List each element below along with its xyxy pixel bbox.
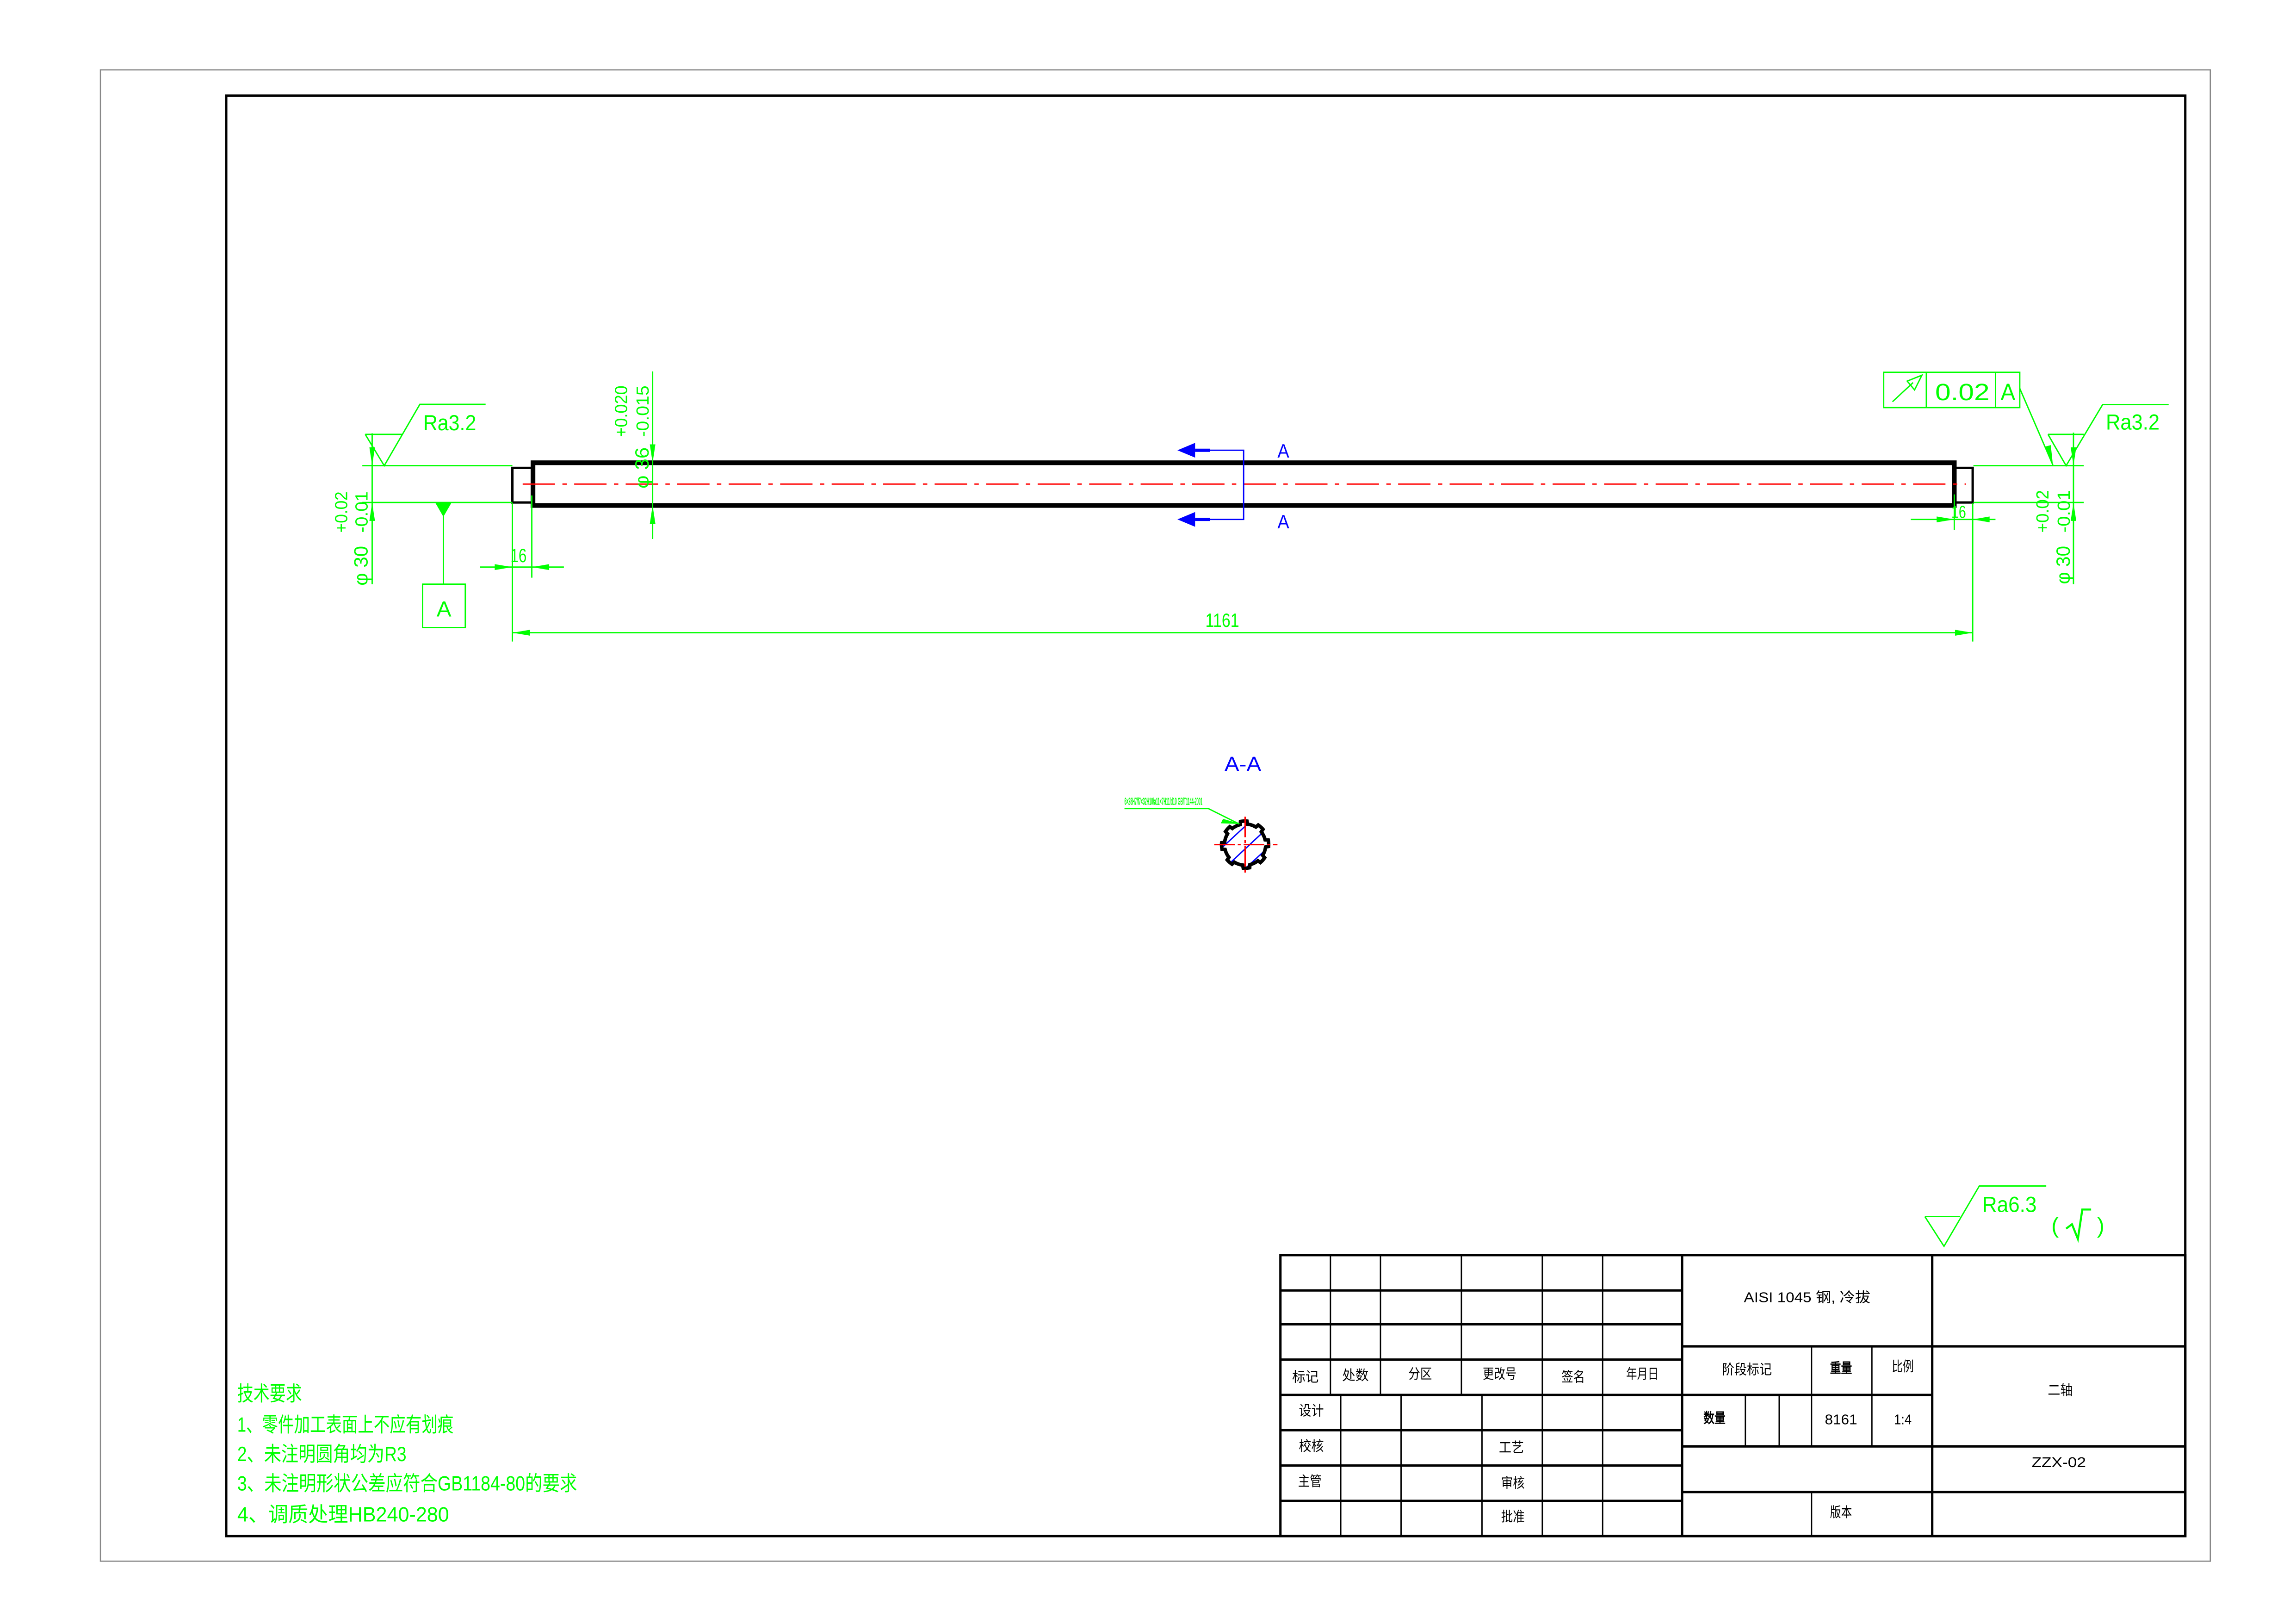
note-item: 3、未注明形状公差应符合GB1184-80的要求 — [237, 1473, 577, 1495]
general-roughness-open: ( — [2051, 1214, 2059, 1238]
drawing-frame — [225, 94, 2187, 1537]
stage-mark-label: 阶段标记 — [1722, 1362, 1772, 1378]
header-count: 处数 — [1342, 1368, 1368, 1383]
design-label: 设计 — [1299, 1403, 1324, 1419]
right-roughness-symbol: Ra3.2 — [2047, 404, 2169, 467]
general-roughness-value: Ra6.3 — [1982, 1192, 2037, 1217]
runout-datum-ref: A — [2001, 379, 2016, 405]
header-zone: 分区 — [1408, 1367, 1432, 1382]
section-cut-marker: A A — [1177, 440, 1289, 533]
total-length-dimension: 1161 — [512, 503, 1974, 642]
left-roughness-symbol: Ra3.2 — [365, 403, 486, 467]
material: AISI 1045 钢, 冷拔 — [1744, 1290, 1871, 1306]
datum-feature: A — [422, 502, 466, 628]
datum-label: A — [437, 597, 452, 622]
supervisor-label: 主管 — [1298, 1474, 1322, 1489]
shaft-left-journal — [511, 466, 534, 504]
notes-title: 技术要求 — [237, 1383, 302, 1406]
section-arrow-top-icon — [1177, 443, 1195, 458]
right-step-length-value: 16 — [1951, 502, 1966, 522]
right-diameter-dimension: φ 30 +0.02 -0.01 — [1973, 433, 2084, 584]
mid-diameter-dimension: φ 36 +0.020 -0.015 — [612, 371, 656, 539]
total-length-value: 1161 — [1206, 610, 1239, 631]
mid-diameter-tol-lower: -0.015 — [633, 385, 653, 437]
outer-border — [99, 69, 2211, 1562]
part-name: 二轴 — [2048, 1382, 2073, 1398]
weight-label: 重量 — [1830, 1360, 1852, 1376]
header-change-no: 更改号 — [1483, 1366, 1516, 1382]
shaft-view — [511, 460, 1974, 508]
general-roughness-symbol: Ra6.3 ( ) — [1924, 1185, 2104, 1248]
mid-diameter-value: φ 36 — [631, 447, 653, 489]
left-roughness-value: Ra3.2 — [423, 411, 476, 435]
left-diameter-tol-upper: +0.02 — [331, 491, 351, 533]
approve-label: 批准 — [1501, 1509, 1525, 1525]
process-label: 工艺 — [1499, 1440, 1524, 1456]
runout-feature-control-frame: 0.02 A — [1883, 372, 2054, 465]
general-roughness-close: ) — [2097, 1214, 2104, 1238]
left-step-length-value: 16 — [510, 545, 526, 566]
note-item: 2、未注明圆角均为R3 — [237, 1443, 407, 1466]
header-mark: 标记 — [1292, 1369, 1318, 1385]
note-item: 1、零件加工表面上不应有划痕 — [237, 1414, 454, 1437]
quantity-label: 数量 — [1703, 1410, 1726, 1426]
weight-value: 8161 — [1825, 1412, 1857, 1428]
shaft-right-journal — [1953, 466, 1974, 504]
right-step-length-dimension: 16 — [1911, 494, 1996, 530]
left-step-length-dimension: 16 — [480, 495, 564, 578]
scale-value: 1:4 — [1894, 1412, 1912, 1428]
section-mark-bottom: A — [1277, 511, 1289, 533]
right-roughness-value: Ra3.2 — [2106, 410, 2160, 435]
circular-runout-icon — [1892, 374, 1924, 403]
mid-diameter-tol-upper: +0.020 — [612, 385, 631, 437]
right-diameter-tol-lower: -0.01 — [2054, 490, 2074, 533]
header-date: 年月日 — [1626, 1366, 1659, 1382]
left-diameter-dimension: φ 30 +0.02 -0.01 — [331, 433, 513, 586]
left-diameter-tol-lower: -0.01 — [352, 491, 371, 533]
check-label: 校核 — [1299, 1438, 1324, 1454]
section-view-title: A-A — [1225, 753, 1262, 776]
left-diameter-value: φ 30 — [350, 546, 371, 586]
section-mark-top: A — [1277, 440, 1289, 462]
technical-requirements: 技术要求 1、零件加工表面上不应有划痕 2、未注明圆角均为R3 3、未注明形状公… — [237, 1383, 577, 1526]
drawing-number: ZZX-02 — [2031, 1455, 2086, 1470]
section-cut-line — [1195, 449, 1244, 520]
title-block: AISI 1045 钢, 冷拔 标记 处数 分区 更改号 签名 年月日 设计 校… — [1279, 1254, 2187, 1537]
right-diameter-tol-upper: +0.02 — [2033, 490, 2053, 533]
review-label: 审核 — [1501, 1475, 1525, 1491]
right-diameter-value: φ 30 — [2053, 546, 2074, 584]
version-label: 版本 — [1830, 1505, 1852, 1520]
runout-tolerance-value: 0.02 — [1935, 379, 1990, 405]
section-view: A-A 6×28H7/f7×32H10/a11×7H11/d10 GB/T114… — [1125, 753, 1278, 873]
header-signature: 签名 — [1561, 1369, 1585, 1385]
spline-callout: 6×28H7/f7×32H10/a11×7H11/d10 GB/T1144-20… — [1125, 796, 1203, 807]
scale-label: 比例 — [1892, 1359, 1914, 1375]
check-root-icon — [2065, 1208, 2092, 1243]
section-arrow-bottom-icon — [1177, 512, 1195, 527]
note-item: 4、调质处理HB240-280 — [237, 1504, 449, 1526]
